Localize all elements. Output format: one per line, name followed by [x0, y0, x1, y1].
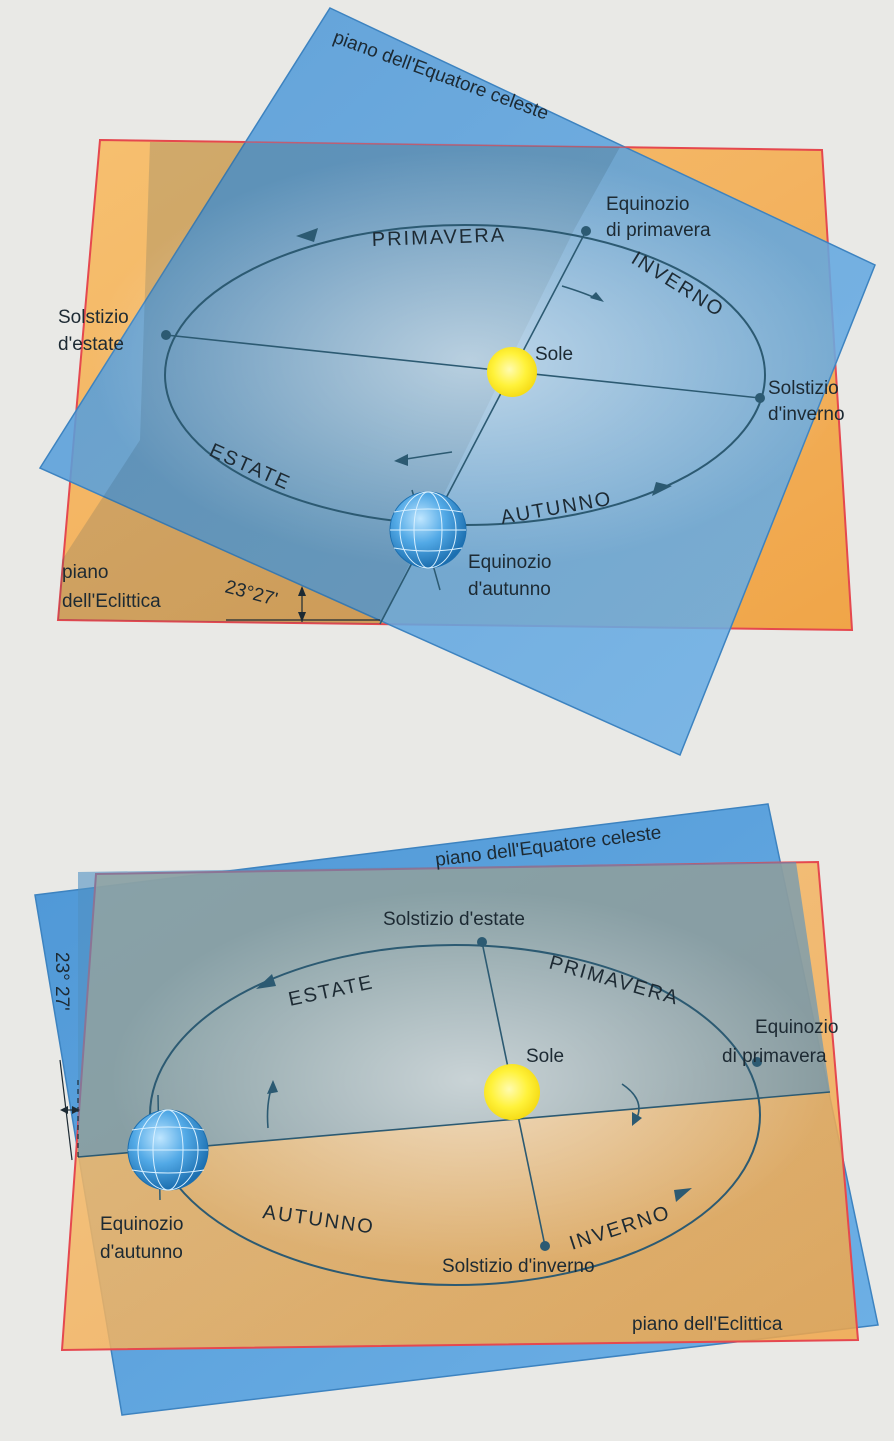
bottom-earth-icon	[127, 1094, 209, 1201]
bottom-autumn-equinox-label-2: d'autunno	[100, 1242, 183, 1263]
top-season-spring: PRIMAVERA	[371, 224, 506, 251]
bottom-ecliptic-plane-label: piano dell'Eclittica	[632, 1314, 783, 1335]
top-spring-equinox-label-1: Equinozio	[606, 194, 689, 215]
bottom-spring-equinox-point	[752, 1057, 762, 1067]
bottom-winter-solstice-point	[540, 1241, 550, 1251]
top-winter-solstice-label-1: Solstizio	[768, 378, 839, 399]
bottom-autumn-equinox-label-1: Equinozio	[100, 1214, 183, 1235]
bottom-diagram: piano dell'Equatore celeste piano dell'E…	[34, 803, 879, 1416]
top-solstice-line	[165, 334, 761, 399]
top-winter-solstice-point	[755, 393, 765, 403]
bottom-angle-label: 23° 27'	[51, 952, 72, 1011]
top-sun-label: Sole	[535, 344, 573, 365]
top-sun	[487, 347, 537, 397]
top-orbit-arrow-left	[296, 228, 318, 242]
top-summer-solstice-label-2: d'estate	[58, 334, 124, 355]
top-earth-icon	[389, 489, 467, 591]
bottom-summer-solstice-point	[477, 937, 487, 947]
bottom-orbit-arrow-left	[256, 974, 276, 989]
top-ecliptic-plane-label-2: dell'Eclittica	[62, 591, 161, 612]
top-autumn-equinox-label-1: Equinozio	[468, 552, 551, 573]
top-summer-solstice-point	[161, 330, 171, 340]
bottom-angle-marker	[59, 1059, 80, 1161]
top-spring-equinox-label-2: di primavera	[606, 220, 711, 241]
top-winter-solstice-label-2: d'inverno	[768, 404, 845, 425]
bottom-sun-label: Sole	[526, 1046, 564, 1067]
top-spring-equinox-point	[581, 226, 591, 236]
bottom-summer-solstice-label: Solstizio d'estate	[383, 909, 525, 930]
bottom-spring-equinox-label-1: Equinozio	[755, 1017, 838, 1038]
top-ecliptic-plane-label-1: piano	[62, 562, 109, 583]
top-diagram: piano dell'Equatore celeste piano dell'E…	[38, 7, 876, 757]
bottom-spring-equinox-label-2: di primavera	[722, 1046, 827, 1067]
bottom-winter-solstice-label: Solstizio d'inverno	[442, 1256, 595, 1277]
top-orbit-arrow-right	[652, 482, 672, 496]
bottom-orbit-arrow-right	[674, 1188, 692, 1202]
top-autumn-equinox-label-2: d'autunno	[468, 579, 551, 600]
top-angle-marker	[226, 586, 380, 622]
bottom-sun	[484, 1064, 540, 1120]
top-summer-solstice-label-1: Solstizio	[58, 307, 129, 328]
